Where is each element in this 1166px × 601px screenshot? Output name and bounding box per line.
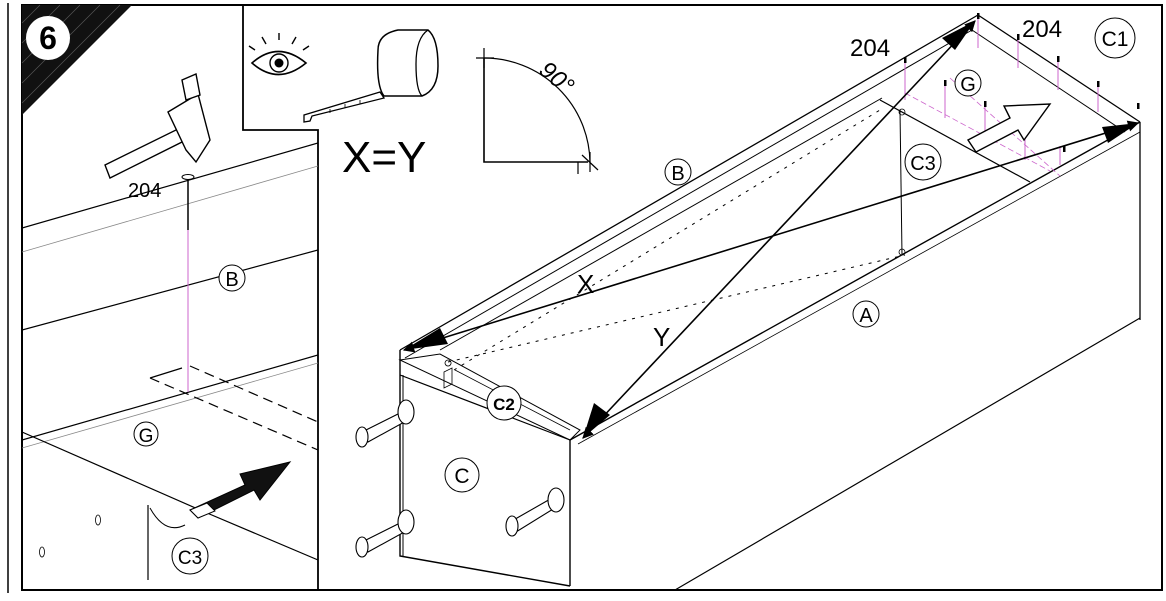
diagonal-y: [582, 20, 976, 439]
panel-c1-label: C1: [1094, 17, 1136, 59]
panel-c3-label-detail: C3: [171, 537, 209, 575]
diagonal-y-label: Y: [653, 322, 670, 352]
svg-text:C1: C1: [1102, 28, 1129, 51]
direction-arrow-icon: [189, 461, 292, 519]
panel-b-label: B: [218, 264, 246, 292]
nail-code-label: 204: [850, 35, 890, 62]
leveling-foot-icon: [355, 509, 415, 558]
angle-label: 90°: [534, 56, 579, 100]
svg-text:G: G: [139, 426, 154, 447]
panel-c-label: C: [444, 457, 480, 493]
diagonal-x-label: X: [577, 269, 594, 299]
hammer-icon: [104, 73, 211, 179]
step-frame: [21, 4, 1163, 591]
panel-b-label-main: B: [664, 158, 692, 186]
step-badge: 6: [21, 4, 132, 115]
svg-text:C3: C3: [178, 548, 202, 569]
diagonal-x: [402, 120, 1140, 353]
detail-panel: [22, 73, 318, 580]
tape-measure-icon: [303, 29, 439, 123]
panel-c3-label-main: C3: [904, 143, 942, 181]
equation-text: X=Y: [342, 133, 426, 182]
svg-text:C3: C3: [910, 153, 936, 175]
right-angle-icon: 90°: [476, 48, 599, 174]
svg-text:C2: C2: [493, 395, 515, 414]
panel-c2-label: C2: [486, 385, 522, 421]
tools-box: X=Y 90°: [248, 29, 599, 182]
svg-text:B: B: [671, 163, 684, 185]
panel-a-label: A: [852, 300, 880, 328]
step-number: 6: [39, 20, 57, 56]
nail-icon: [181, 174, 195, 230]
eye-icon: [248, 33, 310, 76]
nail-group: [904, 14, 1099, 165]
panel-g-label-main: G: [954, 69, 982, 97]
svg-text:A: A: [859, 305, 873, 327]
direction-arrow-icon: [966, 103, 1052, 153]
leveling-foot-icon: [505, 487, 565, 537]
svg-text:C: C: [454, 465, 469, 488]
nail-code-label: 204: [128, 180, 161, 202]
svg-text:G: G: [960, 74, 976, 96]
panel-g-label: G: [133, 421, 159, 447]
nail-code-label: 204: [1022, 16, 1062, 43]
leveling-foot-icon: [355, 399, 415, 448]
cabinet-drawing: [355, 13, 1141, 591]
svg-text:B: B: [225, 269, 238, 291]
